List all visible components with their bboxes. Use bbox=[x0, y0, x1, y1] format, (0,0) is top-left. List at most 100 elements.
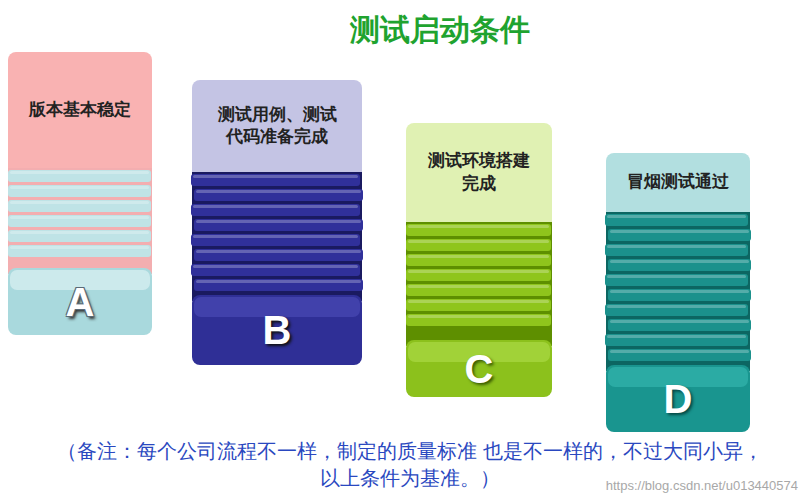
stack-base bbox=[606, 365, 750, 432]
stack-slab bbox=[191, 234, 360, 246]
slab-highlight bbox=[607, 335, 746, 338]
stack-slab bbox=[608, 229, 751, 241]
slab-highlight bbox=[193, 175, 358, 178]
head-area: 冒烟测试通过 bbox=[606, 153, 750, 212]
slab-highlight bbox=[408, 315, 549, 318]
stack-shape bbox=[605, 153, 751, 432]
letter-area: A bbox=[8, 268, 152, 335]
slab-highlight bbox=[610, 350, 749, 353]
slab-highlight bbox=[610, 320, 749, 323]
slab-highlight bbox=[193, 265, 358, 268]
stack-slab bbox=[406, 299, 551, 311]
stack-letter: C bbox=[465, 349, 494, 389]
stack-slab bbox=[194, 189, 363, 201]
slab-highlight bbox=[10, 246, 149, 249]
condition-text: 版本基本稳定 bbox=[29, 99, 131, 121]
head-area: 测试环境搭建完成 bbox=[406, 123, 552, 222]
stack-slab bbox=[194, 279, 363, 291]
condition-stack: 测试环境搭建完成 C bbox=[406, 123, 552, 397]
stack-slab bbox=[8, 245, 151, 257]
stack-slab bbox=[608, 349, 751, 361]
stack-slab bbox=[194, 219, 363, 231]
stack-slab bbox=[191, 174, 360, 186]
head-area: 版本基本稳定 bbox=[8, 52, 152, 168]
slab-highlight bbox=[408, 255, 549, 258]
stack-slab bbox=[406, 239, 551, 251]
stack-band bbox=[606, 212, 750, 371]
condition-stack: 测试用例、测试代码准备完成 B bbox=[192, 80, 362, 365]
stack-slab bbox=[608, 319, 751, 331]
slab-highlight bbox=[193, 205, 358, 208]
stack-slab bbox=[8, 185, 151, 197]
watermark: https://blog.csdn.net/u013440574 bbox=[606, 478, 798, 493]
stack-slab bbox=[605, 274, 748, 286]
stack-base bbox=[192, 295, 362, 365]
stack-slab bbox=[8, 215, 151, 227]
stack-slab bbox=[406, 284, 551, 296]
stack-head bbox=[406, 123, 552, 232]
slab-highlight bbox=[196, 220, 361, 223]
stack-slab bbox=[8, 170, 151, 182]
slab-highlight bbox=[610, 230, 749, 233]
stack-shape bbox=[8, 52, 152, 335]
slab-highlight bbox=[610, 290, 749, 293]
diagram-title: 测试启动条件 bbox=[350, 10, 530, 51]
condition-stack: 冒烟测试通过 D bbox=[606, 153, 750, 432]
stack-letter: D bbox=[664, 379, 693, 419]
stack-slab bbox=[608, 259, 751, 271]
letter-area: C bbox=[406, 340, 552, 397]
stack-slab bbox=[406, 254, 551, 266]
condition-text: 测试环境搭建完成 bbox=[423, 150, 535, 194]
slab-highlight bbox=[196, 250, 361, 253]
slab-highlight bbox=[193, 235, 358, 238]
stack-letter: A bbox=[66, 282, 95, 322]
stack-slab bbox=[605, 214, 748, 226]
head-area: 测试用例、测试代码准备完成 bbox=[192, 80, 362, 172]
stack-slab bbox=[406, 314, 551, 326]
stack-slab bbox=[608, 289, 751, 301]
stack-band bbox=[8, 168, 152, 274]
stack-slab bbox=[605, 244, 748, 256]
slab-highlight bbox=[610, 260, 749, 263]
stack-slab bbox=[406, 269, 551, 281]
slab-highlight bbox=[10, 201, 149, 204]
slab-highlight bbox=[408, 300, 549, 303]
slab-highlight bbox=[10, 171, 149, 174]
stack-head bbox=[192, 80, 362, 182]
stack-head bbox=[606, 153, 750, 222]
stack-band bbox=[192, 172, 362, 301]
stack-shape bbox=[406, 123, 552, 397]
stack-slab bbox=[605, 334, 748, 346]
stack-head bbox=[8, 52, 152, 178]
slab-highlight bbox=[607, 275, 746, 278]
stack-base bbox=[406, 340, 552, 397]
slab-highlight bbox=[408, 225, 549, 228]
slab-highlight bbox=[408, 240, 549, 243]
stack-slab bbox=[191, 264, 360, 276]
slab-highlight bbox=[607, 215, 746, 218]
slab-highlight bbox=[408, 285, 549, 288]
slab-highlight bbox=[10, 216, 149, 219]
slab-highlight bbox=[10, 231, 149, 234]
slab-highlight bbox=[408, 270, 549, 273]
stack-slab bbox=[406, 224, 551, 236]
stack-slab bbox=[8, 200, 151, 212]
letter-area: D bbox=[606, 365, 750, 432]
stack-band bbox=[406, 222, 552, 346]
condition-text: 测试用例、测试代码准备完成 bbox=[212, 104, 342, 148]
stack-slab bbox=[605, 304, 748, 316]
stack-base bbox=[8, 268, 152, 335]
slab-highlight bbox=[607, 305, 746, 308]
letter-area: B bbox=[192, 295, 362, 365]
slab-highlight bbox=[196, 280, 361, 283]
condition-stack: 版本基本稳定 A bbox=[8, 52, 152, 335]
slab-highlight bbox=[10, 186, 149, 189]
stack-shape bbox=[191, 80, 363, 365]
slab-highlight bbox=[607, 245, 746, 248]
stack-slab bbox=[8, 230, 151, 242]
stack-slab bbox=[191, 204, 360, 216]
stack-slab bbox=[194, 249, 363, 261]
stack-letter: B bbox=[263, 310, 292, 350]
